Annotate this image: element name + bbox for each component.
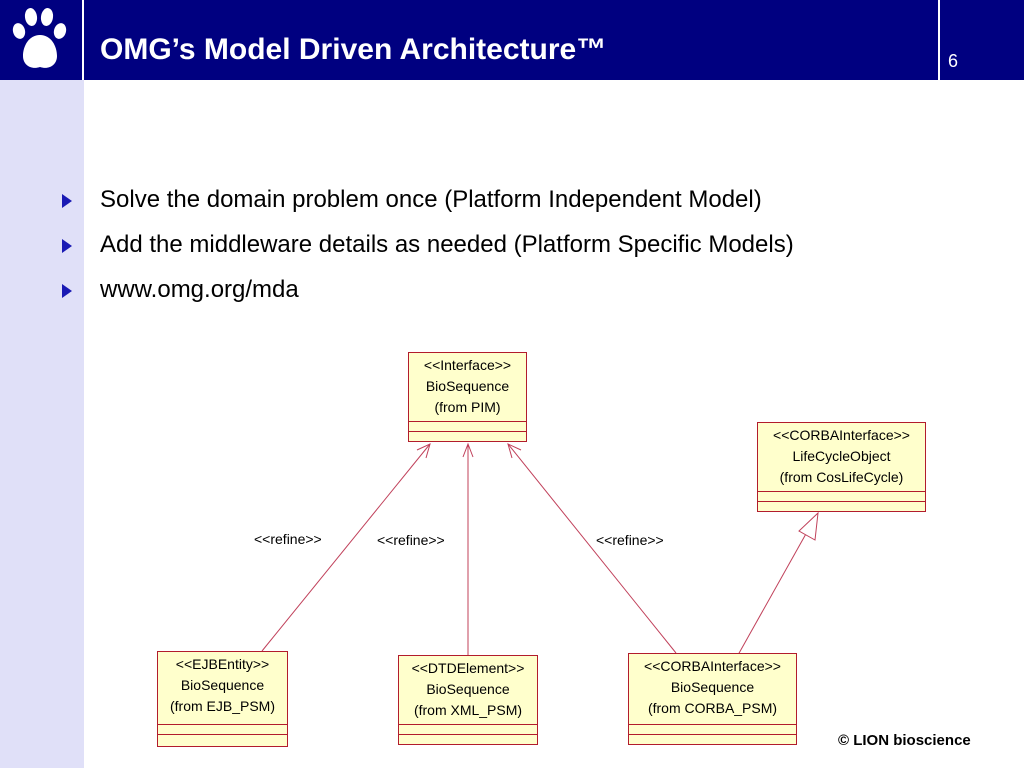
refine-label-xml: <<refine>> bbox=[377, 532, 445, 548]
generalization-arrowhead bbox=[798, 511, 819, 541]
class-title: BioSequence bbox=[180, 677, 265, 693]
class-stereotype: <<EJBEntity>> bbox=[175, 656, 270, 672]
bullet-item[interactable]: www.omg.org/mda bbox=[60, 270, 794, 315]
uml-class-pim[interactable]: <<Interface>> BioSequence (from PIM) bbox=[408, 352, 527, 442]
arrowhead-corba bbox=[507, 443, 522, 459]
class-package: (from PIM) bbox=[434, 399, 501, 415]
class-package: (from CORBA_PSM) bbox=[647, 700, 778, 716]
triangle-bullet-icon bbox=[62, 239, 72, 253]
class-stereotype: <<CORBAInterface>> bbox=[773, 427, 910, 443]
class-package: (from XML_PSM) bbox=[413, 702, 523, 718]
compartment-divider bbox=[409, 431, 526, 432]
logo bbox=[0, 0, 84, 80]
bullet-item: Solve the domain problem once (Platform … bbox=[60, 180, 794, 225]
page-number-cell: 6 bbox=[938, 0, 1024, 80]
class-package: (from CosLifeCycle) bbox=[779, 469, 904, 485]
compartment-divider bbox=[629, 724, 796, 725]
triangle-bullet-icon bbox=[62, 284, 72, 298]
header-bar: OMG’s Model Driven Architecture™ 6 bbox=[0, 0, 1024, 80]
class-title: LifeCycleObject bbox=[792, 448, 891, 464]
class-name: <<Interface>> BioSequence (from PIM) bbox=[409, 353, 526, 418]
compartment-divider bbox=[409, 421, 526, 422]
bullet-text: Add the middleware details as needed (Pl… bbox=[100, 231, 794, 258]
bullet-list: Solve the domain problem once (Platform … bbox=[60, 180, 794, 315]
class-package: (from EJB_PSM) bbox=[169, 698, 275, 714]
class-name: <<DTDElement>> BioSequence (from XML_PSM… bbox=[399, 656, 537, 721]
class-name: <<CORBAInterface>> LifeCycleObject (from… bbox=[758, 423, 925, 488]
generalization-line bbox=[737, 531, 808, 656]
copyright-notice: © LION bioscience bbox=[838, 732, 971, 749]
triangle-bullet-icon bbox=[62, 194, 72, 208]
bullet-text: Solve the domain problem once (Platform … bbox=[100, 186, 762, 213]
compartment-divider bbox=[629, 734, 796, 735]
uml-class-xml[interactable]: <<DTDElement>> BioSequence (from XML_PSM… bbox=[398, 655, 538, 745]
class-title: BioSequence bbox=[425, 378, 510, 394]
compartment-divider bbox=[758, 501, 925, 502]
refine-label-corba: <<refine>> bbox=[596, 532, 664, 548]
uml-class-ejb[interactable]: <<EJBEntity>> BioSequence (from EJB_PSM) bbox=[157, 651, 288, 747]
arrowhead-xml bbox=[462, 442, 474, 458]
uml-class-lifecycle[interactable]: <<CORBAInterface>> LifeCycleObject (from… bbox=[757, 422, 926, 512]
paw-print-icon bbox=[12, 8, 67, 68]
compartment-divider bbox=[399, 724, 537, 725]
compartment-divider bbox=[158, 734, 287, 735]
page-number: 6 bbox=[948, 51, 959, 71]
class-name: <<CORBAInterface>> BioSequence (from COR… bbox=[629, 654, 796, 719]
bullet-item: Add the middleware details as needed (Pl… bbox=[60, 225, 794, 270]
class-name: <<EJBEntity>> BioSequence (from EJB_PSM) bbox=[158, 652, 287, 717]
compartment-divider bbox=[399, 734, 537, 735]
mda-link[interactable]: www.omg.org/mda bbox=[100, 276, 299, 303]
class-title: BioSequence bbox=[426, 681, 510, 697]
class-stereotype: <<DTDElement>> bbox=[411, 660, 525, 676]
class-title: BioSequence bbox=[670, 679, 755, 695]
class-stereotype: <<CORBAInterface>> bbox=[644, 658, 781, 674]
uml-class-corba[interactable]: <<CORBAInterface>> BioSequence (from COR… bbox=[628, 653, 797, 745]
class-stereotype: <<Interface>> bbox=[423, 357, 512, 373]
refine-arrow-corba bbox=[507, 443, 677, 654]
refine-label-ejb: <<refine>> bbox=[254, 531, 322, 547]
compartment-divider bbox=[158, 724, 287, 725]
arrowhead-ejb bbox=[416, 443, 431, 459]
slide-title: OMG’s Model Driven Architecture™ bbox=[100, 33, 607, 66]
refine-arrow-ejb bbox=[261, 443, 431, 652]
compartment-divider bbox=[758, 491, 925, 492]
